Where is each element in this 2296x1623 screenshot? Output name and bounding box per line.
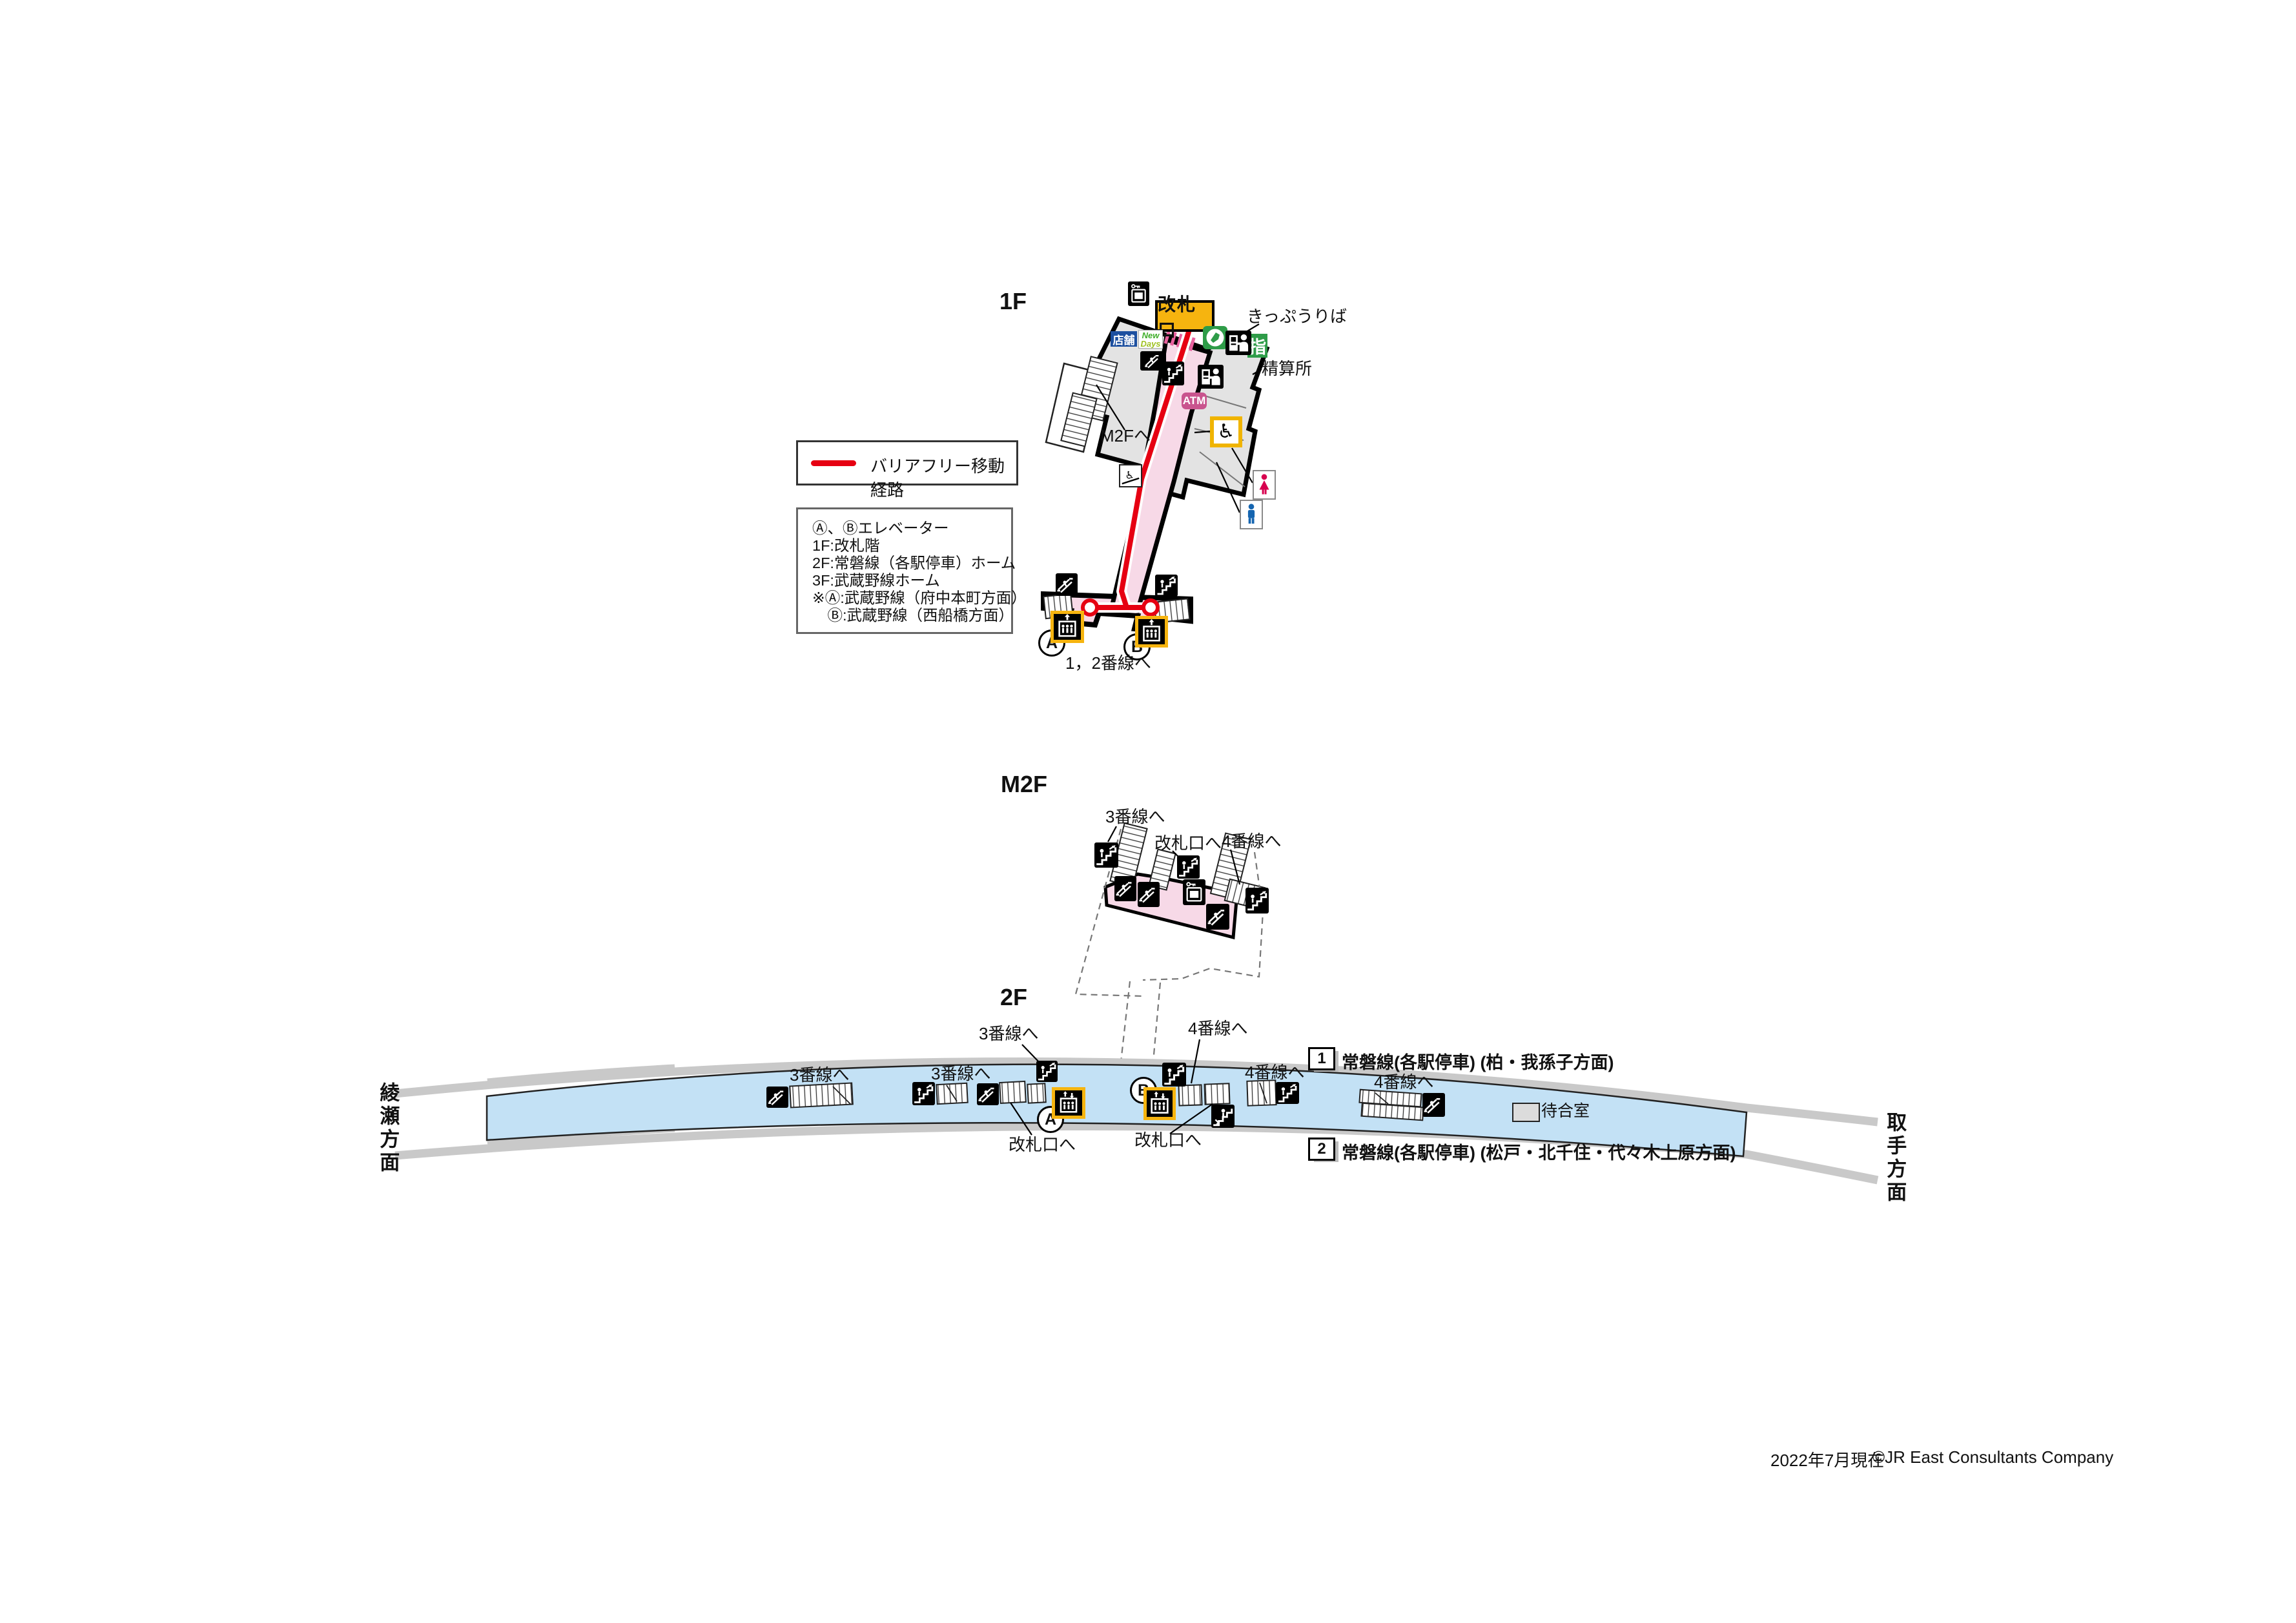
stairs-up-icon — [1276, 1082, 1299, 1104]
legend-note: Ⓐ、Ⓑエレベーター — [812, 520, 949, 536]
m2f-to-line4-label: 4番線へ — [1222, 832, 1282, 851]
line2-name: 常磐線(各駅停車) (松戸・北千住・代々木上原方面) — [1342, 1143, 1736, 1163]
floor1-title: 1F — [999, 288, 1027, 314]
stairs-up-icon — [1036, 1061, 1058, 1082]
f2-to-kaisatsu-b-label: 改札口へ — [1134, 1130, 1202, 1150]
f2-to-line3-c-label: 3番線へ — [979, 1024, 1039, 1043]
route-sample-line — [811, 460, 856, 466]
ticket-office-icon — [1225, 331, 1251, 355]
stairs-up-icon — [1094, 842, 1118, 868]
legend-note: 1F:改札階 — [812, 537, 880, 554]
svg-text:♿: ♿ — [1125, 471, 1134, 482]
m2f-to-line3-label: 3番線へ — [1105, 807, 1165, 826]
stairs-down-icon — [1211, 1105, 1235, 1128]
seisanjo-label: 精算所 — [1262, 359, 1313, 378]
accessible-toilet-icon: ♿ — [1210, 416, 1242, 447]
map-copyright: ©JR East Consultants Company — [1872, 1447, 2114, 1467]
escalator-icon — [1206, 904, 1229, 930]
stairs-up-icon — [1245, 888, 1269, 914]
route-legend-label: バリアフリー移動経路 — [870, 456, 1005, 500]
to-line12-label: 1，2番線へ — [1065, 653, 1151, 673]
f2-to-line3-a-label: 3番線へ — [790, 1065, 850, 1085]
stairs-up-icon — [1177, 855, 1200, 879]
elevator-a-icon — [1051, 611, 1084, 643]
accessible-gate-icon — [1203, 326, 1227, 349]
legend-note: Ⓑ:武蔵野線（西船橋方面） — [812, 607, 1014, 624]
f2-to-line4-c-label: 4番線へ — [1374, 1072, 1434, 1092]
womens-toilet-icon — [1253, 470, 1276, 500]
f2-to-kaisatsu-a-label: 改札口へ — [1009, 1135, 1076, 1154]
m2f-to-kaisatsu-label: 改札口へ — [1154, 833, 1222, 853]
elevator-b-icon — [1143, 1087, 1176, 1120]
escalator-icon — [1422, 1093, 1445, 1117]
kippu-uriba-label: きっぷうりば — [1247, 307, 1347, 326]
mens-toilet-icon — [1240, 500, 1263, 529]
f2-stair-wells — [789, 1079, 1424, 1121]
waiting-room-label: 待合室 — [1541, 1102, 1590, 1120]
escalator-icon — [1138, 882, 1160, 907]
atm-badge: ATM — [1182, 393, 1207, 409]
legend-notes: Ⓐ、Ⓑエレベーター 1F:改札階 2F:常磐線（各駅停車）ホーム 3F:武蔵野線… — [796, 507, 1027, 634]
line2-badge: 2 — [1308, 1138, 1335, 1161]
newdays-logo: New Days — [1138, 330, 1163, 349]
coin-locker-icon — [1183, 879, 1205, 905]
legend-note: 2F:常磐線（各駅停車）ホーム — [812, 555, 1016, 571]
stairs-up-icon — [1162, 1063, 1186, 1087]
coin-locker-icon — [1128, 281, 1149, 306]
line1-badge: 1 — [1308, 1047, 1335, 1070]
fare-adjustment-icon — [1198, 365, 1224, 389]
map-date: 2022年7月現在 — [1770, 1451, 1885, 1470]
elevator-a-icon — [1052, 1087, 1085, 1119]
f2-to-line4-a-label: 4番線へ — [1188, 1019, 1248, 1038]
escalator-icon — [1114, 876, 1136, 901]
stairs-up-icon — [1162, 362, 1184, 385]
legend-note: 3F:武蔵野線ホーム — [812, 572, 940, 589]
waiting-room — [1512, 1103, 1540, 1122]
stairs-up-icon — [1155, 575, 1178, 597]
f2-to-line4-b-label: 4番線へ — [1245, 1063, 1305, 1082]
elevator-b-icon — [1135, 616, 1168, 648]
ayase-direction-label: 綾瀬方面 — [376, 1082, 400, 1175]
m2f-title: M2F — [1001, 771, 1047, 797]
stairs-up-icon — [912, 1082, 935, 1105]
escalator-icon — [1140, 351, 1166, 371]
m2f-he-label: M2Fへ — [1100, 426, 1151, 445]
line1-name: 常磐線(各駅停車) (柏・我孫子方面) — [1342, 1053, 1614, 1072]
legend-note: ※Ⓐ:武蔵野線（府中本町方面） — [812, 589, 1027, 606]
floor2-title: 2F — [1000, 984, 1028, 1010]
escalator-icon — [977, 1083, 999, 1105]
wheelchair-ramp-icon: ♿ — [1119, 464, 1142, 487]
toride-direction-label: 取手方面 — [1883, 1112, 1907, 1205]
legend-route: バリアフリー移動経路 — [796, 440, 1018, 500]
f2-to-line3-b-label: 3番線へ — [931, 1064, 991, 1083]
floor-1f-plan — [1041, 316, 1270, 635]
escalator-icon — [1056, 573, 1078, 596]
shop-badge: 店舗 — [1111, 331, 1137, 347]
escalator-icon — [766, 1087, 788, 1108]
